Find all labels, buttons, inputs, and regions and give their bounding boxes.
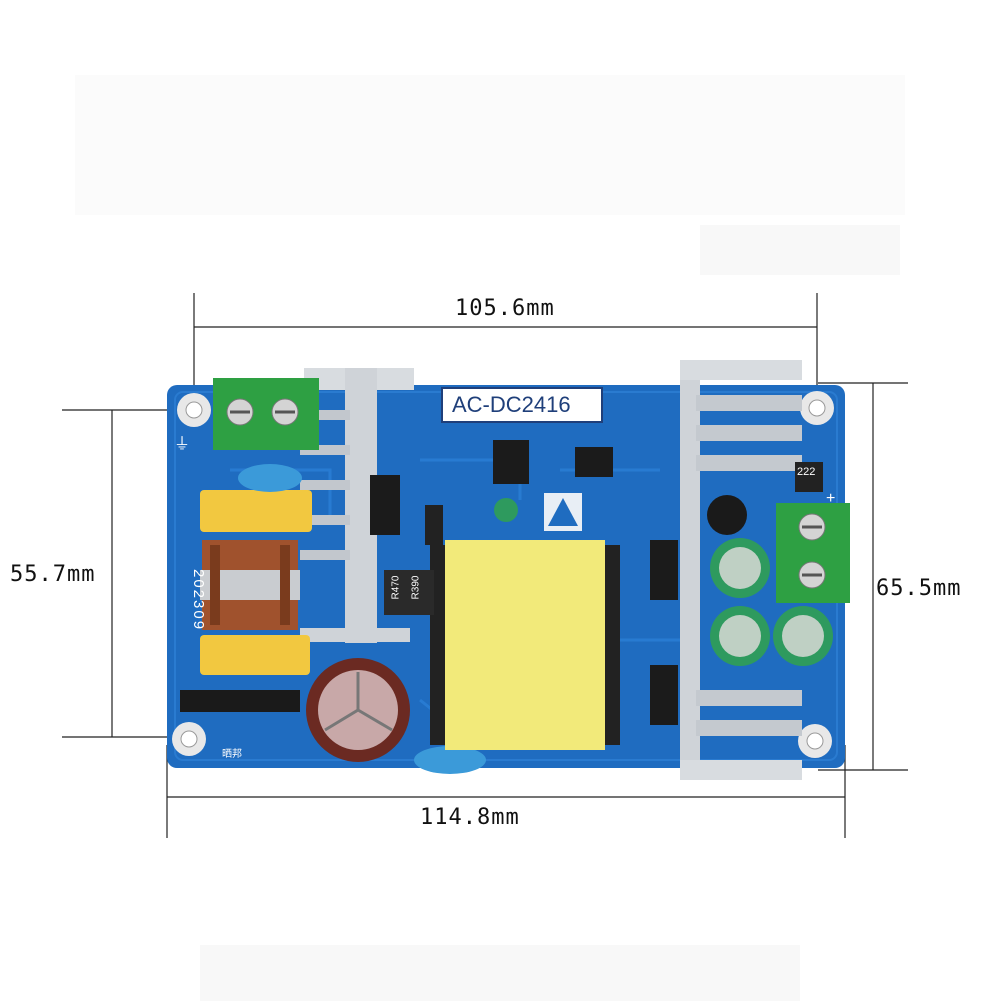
- mounting-hole: [172, 391, 834, 758]
- smd-222-body: [795, 462, 823, 492]
- date-code: 202309: [190, 569, 207, 632]
- diode-bottom: [650, 665, 678, 725]
- y-capacitor: [238, 464, 302, 492]
- right-height-label: 65.5mm: [876, 576, 962, 601]
- bulk-capacitor: [306, 658, 410, 762]
- output-terminal-block: [776, 503, 850, 603]
- right-heatsink: [680, 360, 802, 780]
- model-label-box: [441, 387, 603, 423]
- plus-mark: +: [826, 490, 836, 507]
- model-label: AC-DC2416: [452, 392, 571, 417]
- inductor-black: [707, 495, 747, 535]
- smd-diode: [425, 505, 443, 545]
- left-height-label: 55.7mm: [10, 562, 96, 587]
- background-panel-top: [75, 75, 905, 215]
- controller-ic: [493, 440, 529, 484]
- optocoupler: [575, 447, 613, 477]
- wire-bar: [180, 690, 300, 712]
- transformer: [430, 540, 620, 750]
- dimension-lines: [62, 293, 908, 838]
- maker-mark: 晒邦: [222, 749, 242, 760]
- resistor-r470-label: R470: [390, 575, 402, 600]
- ground-icon: ⏚: [174, 436, 191, 453]
- background-panel-small: [700, 225, 900, 275]
- small-capacitor: [494, 498, 518, 522]
- top-width-label: 105.6mm: [455, 296, 555, 321]
- diode-top: [650, 540, 678, 600]
- common-mode-choke: [200, 540, 300, 630]
- y-capacitor-bottom: [414, 746, 486, 774]
- bottom-width-label: 114.8mm: [420, 805, 520, 830]
- x-capacitor-top: [200, 490, 312, 532]
- x-capacitor-bottom: [200, 635, 310, 675]
- smd-code-label: 222: [797, 466, 816, 478]
- mosfet-left: [370, 475, 400, 535]
- output-capacitors: [710, 538, 833, 666]
- resistor-r390-label: R390: [410, 575, 422, 600]
- resistor-r390-body: [404, 570, 434, 615]
- background-panel-bottom: [200, 945, 800, 1001]
- input-terminal-block: [213, 378, 319, 450]
